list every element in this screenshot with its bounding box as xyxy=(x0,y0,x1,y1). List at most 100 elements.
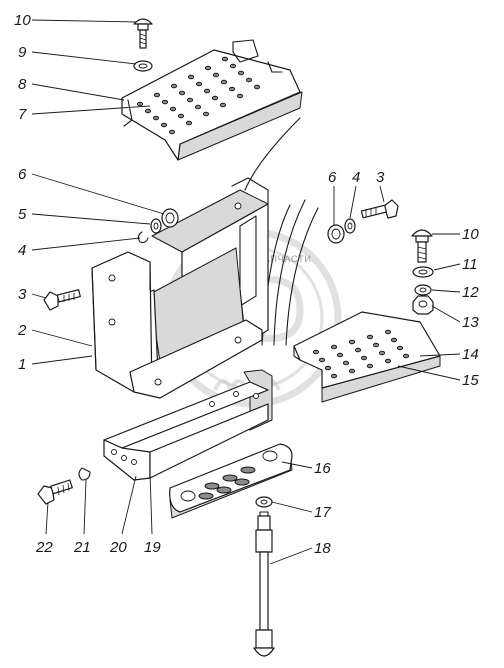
perforation-hole xyxy=(212,72,220,78)
carriage-bolt-right xyxy=(411,229,433,263)
perforation-hole xyxy=(348,339,356,345)
perforation-hole xyxy=(324,365,332,371)
perforation-hole xyxy=(195,81,203,87)
bolt-lower-left xyxy=(37,479,73,505)
perforation-hole xyxy=(384,358,392,364)
perforation-hole xyxy=(312,349,320,355)
callout-11: 11 xyxy=(462,256,478,273)
perforation-hole xyxy=(136,101,144,107)
callout-14: 14 xyxy=(462,346,479,363)
callout-13: 13 xyxy=(462,314,479,331)
support-rod xyxy=(253,511,275,657)
perforation-hole xyxy=(203,88,211,94)
perforation-hole xyxy=(160,122,168,128)
callout-12: 12 xyxy=(462,284,479,301)
callout-5: 5 xyxy=(18,206,27,223)
perforation-hole xyxy=(342,360,350,366)
washer-lower xyxy=(255,496,273,508)
bolt-left xyxy=(43,289,81,311)
right-step-plate xyxy=(293,311,441,403)
callout-6-right: 6 xyxy=(328,169,337,186)
callout-4-right: 4 xyxy=(352,169,360,186)
callout-1: 1 xyxy=(18,356,26,373)
callout-17: 17 xyxy=(314,504,331,521)
perforation-hole xyxy=(219,102,227,108)
callout-21: 21 xyxy=(73,539,91,556)
callout-3-left: 3 xyxy=(18,286,27,303)
callout-4-left: 4 xyxy=(18,242,26,259)
perforation-hole xyxy=(390,337,398,343)
washer-right-flat xyxy=(412,266,434,278)
perforation-hole xyxy=(169,106,177,112)
callout-9: 9 xyxy=(18,44,27,61)
upper-plate-holes xyxy=(136,56,261,135)
upper-step-plate xyxy=(121,39,303,161)
perforation-hole xyxy=(396,345,404,351)
main-bracket xyxy=(91,177,269,399)
callout-10-top: 10 xyxy=(14,12,31,29)
callout-3-right: 3 xyxy=(376,169,385,186)
callout-2: 2 xyxy=(17,322,27,339)
callout-22: 22 xyxy=(35,539,53,556)
perforation-hole xyxy=(178,90,186,96)
nut-left xyxy=(161,208,179,228)
perforation-hole xyxy=(221,56,229,62)
perforation-hole xyxy=(253,84,261,90)
right-plate-holes xyxy=(312,329,410,379)
perforation-hole xyxy=(186,97,194,103)
perforation-hole xyxy=(161,99,169,105)
nut-right-hex xyxy=(412,295,434,315)
perforation-hole xyxy=(402,353,410,359)
perforation-hole xyxy=(336,352,344,358)
perforation-hole xyxy=(348,368,356,374)
carriage-bolt-top xyxy=(133,18,153,49)
perforation-hole xyxy=(384,329,392,335)
callout-labels: 10 9 8 7 6 5 4 3 2 1 6 4 3 10 11 12 13 1… xyxy=(14,12,479,557)
spring-washer-lower-left xyxy=(78,467,91,481)
perforation-hole xyxy=(144,108,152,114)
perforation-hole xyxy=(211,95,219,101)
callout-19: 19 xyxy=(144,539,161,556)
perforation-hole xyxy=(360,355,368,361)
perforation-hole xyxy=(236,93,244,99)
callout-18: 18 xyxy=(314,540,331,557)
spring-washer-right xyxy=(414,284,432,296)
callout-10-right: 10 xyxy=(462,226,479,243)
perforation-hole xyxy=(366,334,374,340)
perforation-hole xyxy=(170,83,178,89)
callout-16: 16 xyxy=(314,460,331,477)
bolt-right xyxy=(360,199,399,219)
perforation-hole xyxy=(318,357,326,363)
callout-6-left: 6 xyxy=(18,166,27,183)
perforation-hole xyxy=(177,113,185,119)
perforation-hole xyxy=(330,373,338,379)
washer-left xyxy=(150,218,162,234)
nut-right xyxy=(327,224,345,244)
perforation-hole xyxy=(228,86,236,92)
perforation-hole xyxy=(354,347,362,353)
callout-20: 20 xyxy=(109,539,127,556)
washer-top xyxy=(133,60,153,72)
perforation-hole xyxy=(237,70,245,76)
perforation-hole xyxy=(330,344,338,350)
callout-8: 8 xyxy=(18,76,27,93)
perforation-hole xyxy=(168,129,176,135)
perforation-hole xyxy=(366,363,374,369)
perforation-hole xyxy=(378,350,386,356)
perforation-hole xyxy=(152,115,160,121)
perforation-hole xyxy=(245,77,253,83)
lower-angle-bracket xyxy=(103,369,273,481)
perforation-hole xyxy=(187,74,195,80)
callout-15: 15 xyxy=(462,372,479,389)
perforation-hole xyxy=(194,104,202,110)
perforation-hole xyxy=(372,342,380,348)
perforation-hole xyxy=(185,120,193,126)
perforation-hole xyxy=(204,65,212,71)
leader-lines xyxy=(31,19,461,565)
lower-step xyxy=(169,443,293,519)
callout-7: 7 xyxy=(18,106,27,123)
perforation-hole xyxy=(220,79,228,85)
perforation-hole xyxy=(153,92,161,98)
